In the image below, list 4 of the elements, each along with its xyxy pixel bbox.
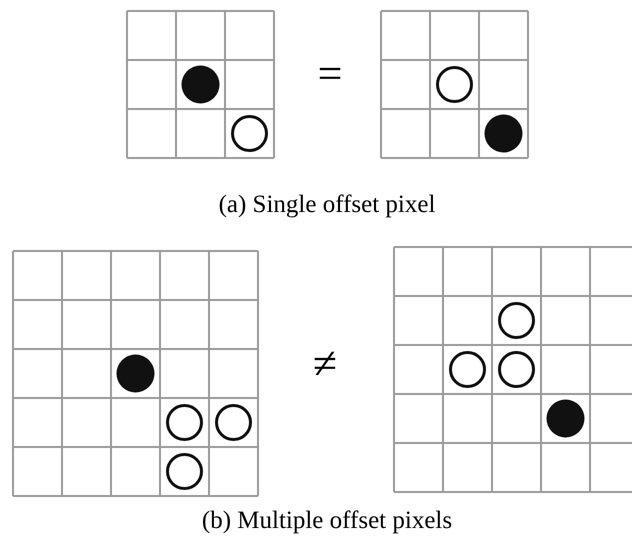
caption: (b) Multiple offset pixels <box>202 507 452 534</box>
caption: (a) Single offset pixel <box>218 191 436 218</box>
equals-sign: = <box>318 49 342 98</box>
not-equal-sign: ≠ <box>312 339 338 388</box>
